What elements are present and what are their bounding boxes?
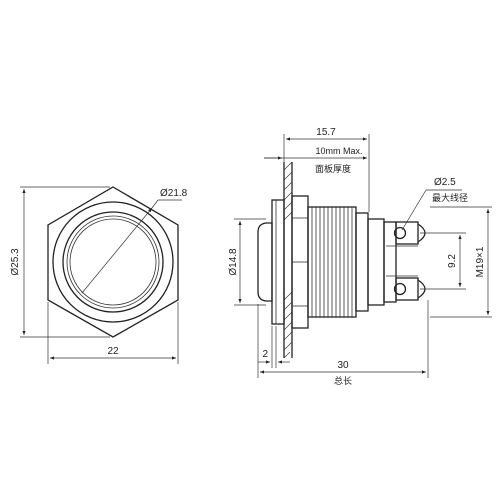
bezel-inner-ring (62, 211, 164, 313)
head-thickness-label: 2 (262, 349, 268, 360)
terminal-base (383, 221, 397, 303)
hex-flat-dimension-label: 22 (107, 346, 119, 357)
wire-hole-dimension-label: Ø2.5 (434, 177, 456, 188)
thread-dimension-label: M19×1 (475, 246, 486, 277)
terminal-pitch-label: 9.2 (447, 254, 458, 268)
bezel-flange (271, 199, 285, 325)
max-wire-label: 最大线径 (432, 192, 468, 204)
bezel-outer-ring (52, 201, 174, 323)
wire-hole-leader (401, 189, 427, 231)
button-face-ring (66, 215, 160, 309)
actuator-diameter-label: Ø14.8 (228, 248, 239, 276)
button-length-label: 15.7 (316, 127, 336, 138)
total-length-caption: 总长 (334, 375, 352, 387)
ring-diameter-dimension-line (81, 207, 153, 294)
hex-nut-outline (47, 186, 179, 338)
total-length-label: 30 (337, 360, 349, 371)
hex-nut-side (291, 195, 309, 329)
mounting-panel (283, 161, 293, 359)
hex-corner-dimension-label: Ø25.3 (10, 248, 21, 276)
rear-housing (367, 218, 385, 306)
actuator-head (257, 222, 273, 302)
ring-diameter-label: Ø21.8 (160, 188, 188, 199)
terminal-upper (386, 221, 426, 247)
terminal-lower (386, 275, 426, 301)
front-view: Ø21.8 Ø25.3 22 (10, 186, 188, 364)
button-face (69, 218, 157, 306)
side-view: 15.7 10mm Max. 面板厚度 Ø2.5 最大线径 Ø14.8 9.2 … (228, 127, 492, 387)
panel-max-label: 10mm Max. (315, 146, 362, 156)
panel-thickness-label: 面板厚度 (315, 163, 351, 175)
ring-diameter-leader (151, 199, 159, 209)
threaded-body (307, 206, 357, 318)
rear-step (355, 212, 369, 312)
